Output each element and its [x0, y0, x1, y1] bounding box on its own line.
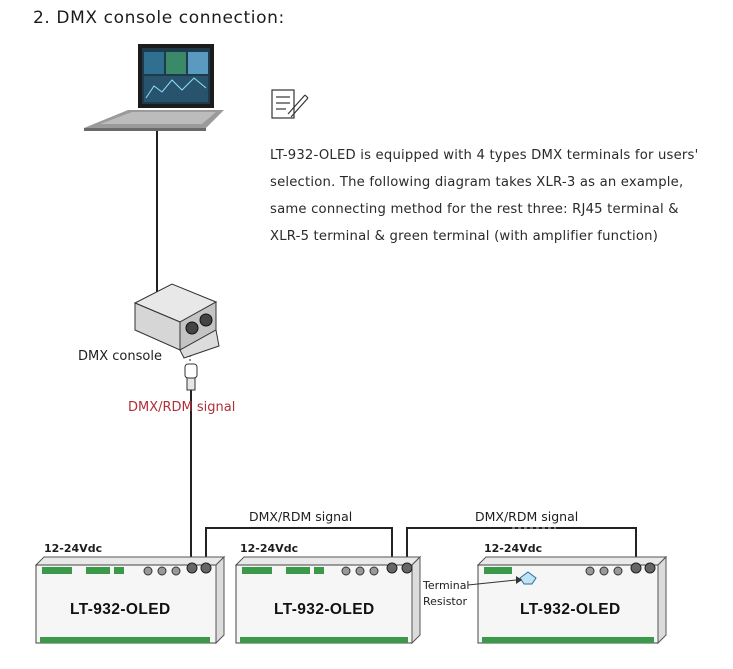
laptop-icon: [84, 44, 224, 131]
terminal-resistor-label: Terminal Resistor: [423, 578, 470, 610]
device1-device2-cable: [205, 527, 393, 558]
terminal-resistor-icon: [519, 571, 537, 585]
device-3-name: LT-932-OLED: [520, 601, 621, 618]
device-1-name: LT-932-OLED: [70, 601, 171, 618]
device-1-body: [34, 555, 226, 645]
terminal-label-line1: Terminal: [423, 579, 470, 592]
xlr-plug-icon: [184, 363, 198, 391]
signal-label-main: DMX/RDM signal: [128, 400, 236, 415]
notepad-pencil-icon: [271, 89, 309, 119]
device2-device3-cable: [406, 527, 637, 558]
device-2-name: LT-932-OLED: [274, 601, 375, 618]
section-heading: 2. DMX console connection:: [33, 8, 285, 28]
dmx-console-icon: [133, 283, 220, 359]
device-3-voltage: 12-24Vdc: [484, 542, 543, 555]
description-text: LT-932-OLED is equipped with 4 types DMX…: [270, 148, 699, 244]
terminal-label-line2: Resistor: [423, 595, 467, 608]
signal-label-a: DMX/RDM signal: [249, 509, 353, 524]
signal-label-b: DMX/RDM signal: [475, 509, 579, 524]
terminal-pointer-line: [467, 579, 517, 586]
device-1-voltage: 12-24Vdc: [44, 542, 103, 555]
dmx-console-label: DMX console: [78, 349, 162, 364]
device-2-body: [234, 555, 422, 645]
device-2-voltage: 12-24Vdc: [240, 542, 299, 555]
terminal-pointer-arrow: [516, 576, 522, 584]
device-3-body: [476, 555, 668, 645]
